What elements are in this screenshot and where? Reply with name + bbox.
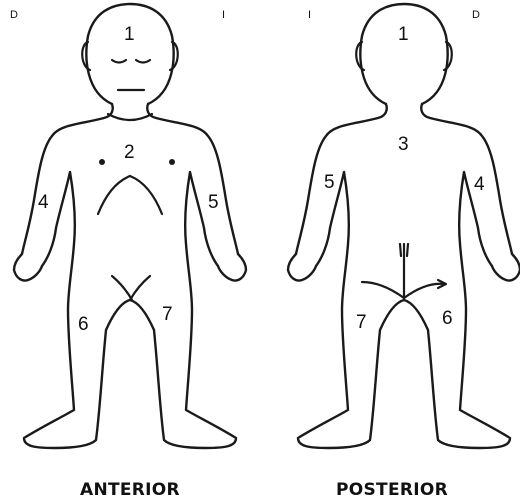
anterior-view-label: ANTERIOR <box>80 480 180 500</box>
posterior-region-1: 1 <box>398 24 409 45</box>
anterior-eye-left <box>136 60 150 63</box>
anterior-figure: D I 1 2 4 5 6 7 <box>10 4 246 448</box>
posterior-cleft-tick-right <box>400 244 401 256</box>
posterior-cleft-tick-left <box>407 244 408 256</box>
anterior-side-mark-right: D <box>10 9 18 21</box>
posterior-gluteal-fold-right <box>362 282 404 298</box>
posterior-region-5: 5 <box>324 172 335 193</box>
posterior-region-3: 3 <box>398 134 409 155</box>
posterior-view-label: POSTERIOR <box>336 480 448 500</box>
posterior-gluteal-fold-left <box>404 284 444 298</box>
anterior-neck-line <box>108 114 152 120</box>
anterior-body-outline <box>14 4 246 448</box>
anterior-region-6: 6 <box>78 314 89 335</box>
anterior-nipple-left <box>169 159 175 165</box>
anterior-region-5: 5 <box>208 192 219 213</box>
anterior-nipple-right <box>99 159 105 165</box>
anterior-rib-line-left <box>130 176 162 214</box>
anterior-eye-right <box>112 60 126 63</box>
posterior-region-7: 7 <box>356 312 367 333</box>
anterior-region-2: 2 <box>124 142 135 163</box>
anterior-region-7: 7 <box>162 304 173 325</box>
anterior-groin-left <box>130 276 150 300</box>
posterior-side-mark-right: D <box>472 9 480 21</box>
posterior-figure: I D 1 3 5 4 7 6 <box>288 4 520 448</box>
anterior-region-1: 1 <box>124 24 135 45</box>
posterior-side-mark-left: I <box>308 9 311 21</box>
anterior-rib-line-right <box>98 176 130 214</box>
posterior-region-4: 4 <box>474 174 485 195</box>
anterior-region-4: 4 <box>38 192 49 213</box>
posterior-region-6: 6 <box>442 308 453 329</box>
posterior-body-outline <box>288 4 520 448</box>
anterior-side-mark-left: I <box>222 9 225 21</box>
anterior-groin-right <box>112 276 132 300</box>
